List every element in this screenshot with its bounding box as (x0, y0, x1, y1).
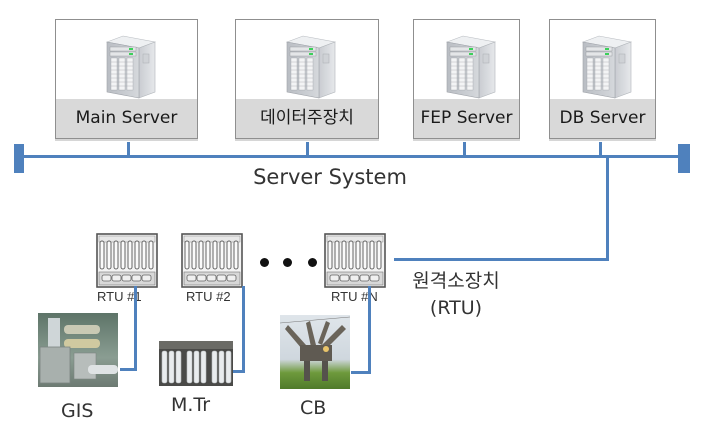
server-tower-icon (569, 34, 637, 100)
server-label: Main Server (56, 99, 197, 138)
circuit-breaker-photo (280, 315, 350, 389)
gis-connector (134, 286, 137, 371)
rtu-uplink-vertical (606, 158, 609, 261)
rtu-group-title-line2: (RTU) (429, 297, 483, 319)
mtr-connector (233, 370, 245, 373)
server-drop-line (463, 142, 466, 156)
server-label: FEP Server (414, 99, 519, 138)
server-node-data-main: 데이터주장치 (235, 19, 379, 139)
main-transformer-photo (159, 341, 233, 386)
server-bus-line (24, 155, 684, 158)
rtu-label: RTU #1 (97, 289, 142, 304)
rtu-uplink-horizontal (394, 258, 609, 261)
server-node-main: Main Server (55, 19, 198, 139)
server-label: DB Server (550, 99, 655, 138)
rtu-device-icon (324, 233, 386, 288)
equipment-label-mtr: M.Tr (171, 394, 211, 416)
bus-end-left (14, 144, 24, 173)
rtu-label: RTU #2 (186, 289, 231, 304)
cb-connector (351, 371, 371, 374)
equipment-label-gis: GIS (61, 400, 94, 422)
server-label: 데이터주장치 (236, 99, 378, 138)
ellipsis-dot (308, 258, 317, 267)
server-node-db: DB Server (549, 19, 656, 139)
equipment-label-cb: CB (300, 397, 327, 419)
server-node-fep: FEP Server (413, 19, 520, 139)
rtu-label: RTU #N (331, 289, 378, 304)
gis-connector (120, 368, 137, 371)
rtu-device-icon (181, 233, 243, 288)
server-drop-line (306, 142, 309, 156)
server-tower-icon (93, 34, 161, 100)
server-tower-icon (273, 34, 341, 100)
server-drop-line (599, 142, 602, 156)
cb-connector (368, 286, 371, 374)
bus-end-right (678, 144, 690, 173)
gis-switchgear-photo (38, 313, 118, 387)
server-drop-line (127, 142, 130, 156)
rtu-group-title: 원격소장치 (RTU) (408, 268, 504, 322)
server-tower-icon (433, 34, 501, 100)
mtr-connector (242, 286, 245, 373)
rtu-device-icon (96, 233, 158, 288)
bus-title: Server System (253, 165, 407, 189)
ellipsis-dot (260, 258, 269, 267)
rtu-group-title-line1: 원격소장치 (412, 270, 500, 292)
ellipsis-dot (283, 258, 292, 267)
